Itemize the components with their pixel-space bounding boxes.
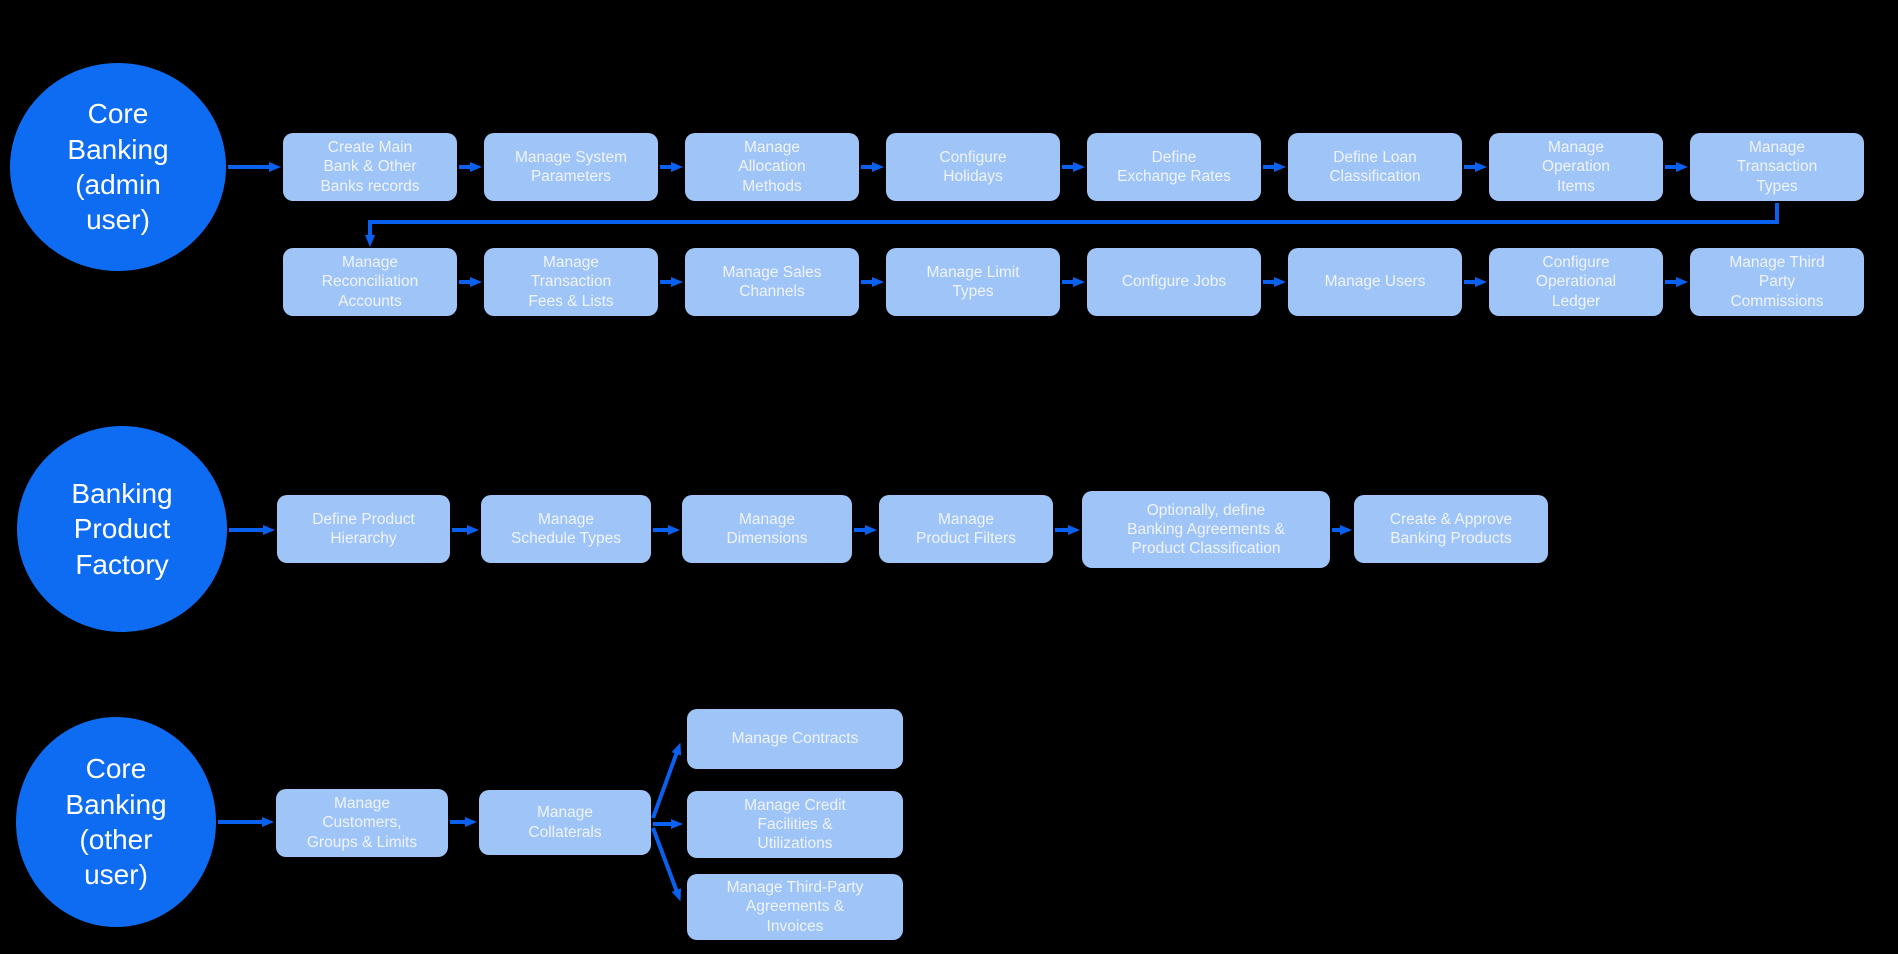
- node-manage-limit-types: Manage Limit Types: [886, 248, 1060, 316]
- node-manage-transaction-fees-lists: Manage Transaction Fees & Lists: [484, 248, 658, 316]
- node-manage-collaterals: Manage Collaterals: [479, 790, 651, 855]
- node-manage-credit-facilities-utilizations: Manage Credit Facilities & Utilizations: [687, 791, 903, 858]
- node-manage-system-parameters: Manage System Parameters: [484, 133, 658, 201]
- node-define-product-hierarchy: Define Product Hierarchy: [277, 495, 450, 563]
- circle-core-banking-admin: Core Banking (admin user): [10, 63, 226, 271]
- node-manage-dimensions: Manage Dimensions: [682, 495, 852, 563]
- node-manage-third-party-commissions: Manage Third Party Commissions: [1690, 248, 1864, 316]
- node-manage-reconciliation-accounts: Manage Reconciliation Accounts: [283, 248, 457, 316]
- node-configure-operational-ledger: Configure Operational Ledger: [1489, 248, 1663, 316]
- connector-collaterals-to-contracts: [651, 742, 682, 819]
- node-configure-holidays: Configure Holidays: [886, 133, 1060, 201]
- node-manage-operation-items: Manage Operation Items: [1489, 133, 1663, 201]
- node-manage-contracts: Manage Contracts: [687, 709, 903, 769]
- node-configure-jobs: Configure Jobs: [1087, 248, 1261, 316]
- connector-transaction-types-to-reconciliation: [365, 203, 1779, 247]
- node-manage-sales-channels: Manage Sales Channels: [685, 248, 859, 316]
- node-define-loan-classification: Define Loan Classification: [1288, 133, 1462, 201]
- node-optionally-define-banking-agreements: Optionally, define Banking Agreements & …: [1082, 491, 1330, 568]
- node-manage-users: Manage Users: [1288, 248, 1462, 316]
- node-create-approve-banking-products: Create & Approve Banking Products: [1354, 495, 1548, 563]
- circle-banking-product-factory: Banking Product Factory: [17, 426, 227, 632]
- node-manage-allocation-methods: Manage Allocation Methods: [685, 133, 859, 201]
- node-manage-transaction-types: Manage Transaction Types: [1690, 133, 1864, 201]
- node-manage-customers-groups-limits: Manage Customers, Groups & Limits: [276, 789, 448, 857]
- connector-collaterals-to-third-party: [651, 827, 681, 902]
- node-manage-schedule-types: Manage Schedule Types: [481, 495, 651, 563]
- node-manage-third-party-agreements-invoices: Manage Third-Party Agreements & Invoices: [687, 874, 903, 940]
- node-manage-product-filters: Manage Product Filters: [879, 495, 1053, 563]
- circle-core-banking-other: Core Banking (other user): [16, 717, 216, 927]
- node-create-main-bank-records: Create Main Bank & Other Banks records: [283, 133, 457, 201]
- node-define-exchange-rates: Define Exchange Rates: [1087, 133, 1261, 201]
